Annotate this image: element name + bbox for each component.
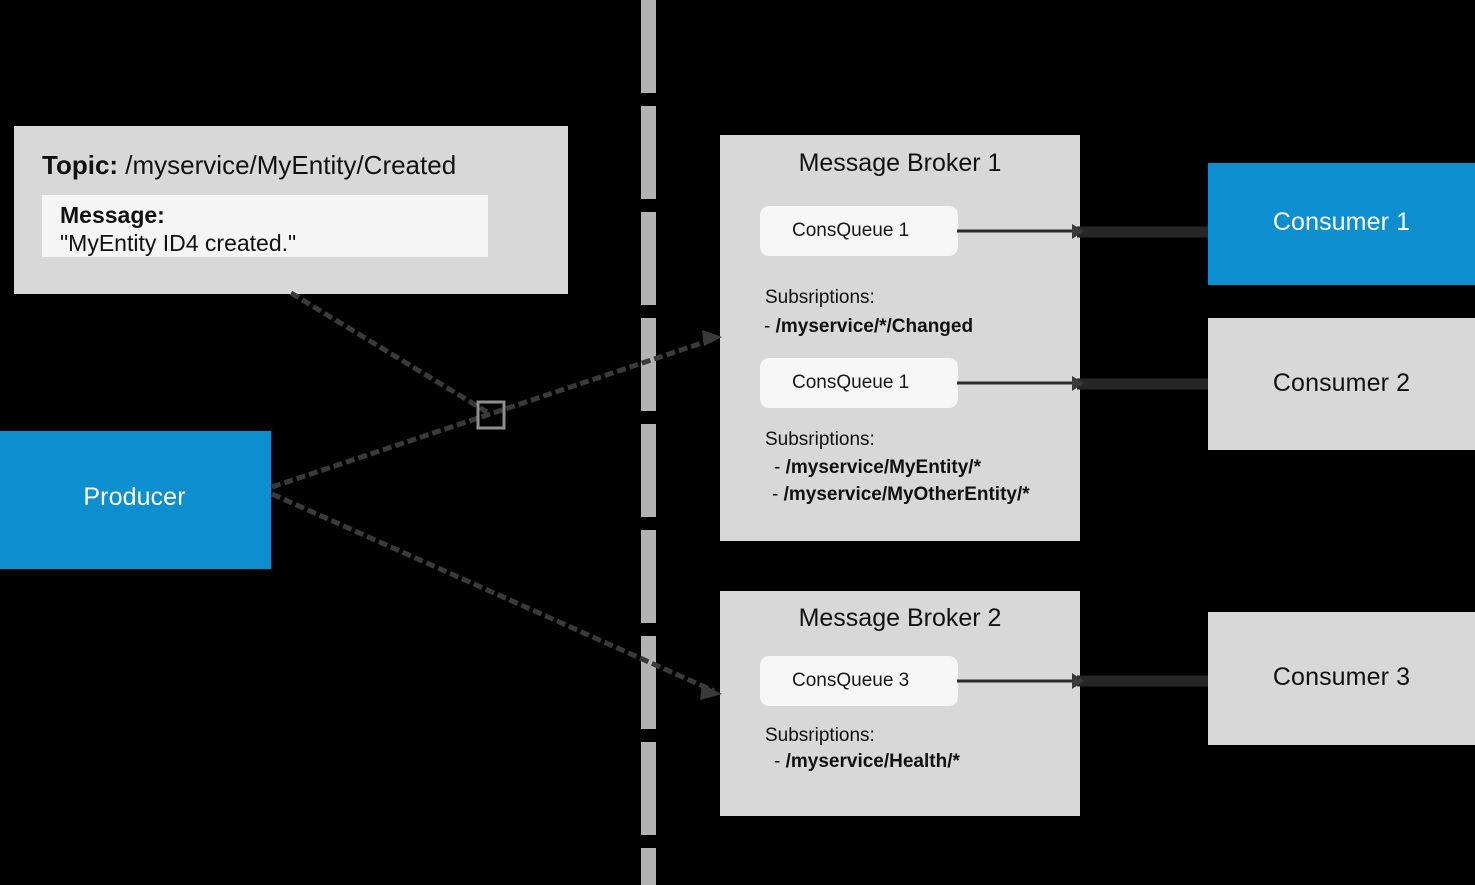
message-broker-1-box: Message Broker 1 ConsQueue 1 Subsription… <box>720 135 1080 541</box>
topic-line: Topic: /myservice/MyEntity/Created <box>42 150 456 181</box>
consumer-2-box[interactable]: Consumer 2 <box>1208 318 1475 450</box>
broker1-queue1-subscriptions-label: Subsriptions: <box>765 287 875 308</box>
consumer-3-label: Consumer 3 <box>1272 663 1411 691</box>
consumer-1-box[interactable]: Consumer 1 <box>1208 163 1475 285</box>
consqueue-3-box[interactable]: ConsQueue 3 <box>760 656 958 706</box>
consqueue-1a-box[interactable]: ConsQueue 1 <box>760 206 958 256</box>
producer-label: Producer <box>83 483 186 511</box>
topic-to-crossing-line <box>289 290 489 415</box>
broker1-queue2-subscription-0: - /myservice/MyEntity/* <box>774 457 981 479</box>
subscription-path: /myservice/MyOtherEntity/* <box>783 484 1030 505</box>
subscription-path: /myservice/Health/* <box>785 751 960 772</box>
broker2-queue1-subscription-0: - /myservice/Health/* <box>774 751 960 773</box>
consqueue-1a-label: ConsQueue 1 <box>792 220 910 241</box>
consumer-3-box[interactable]: Consumer 3 <box>1208 612 1475 745</box>
consqueue-1b-box[interactable]: ConsQueue 1 <box>760 358 958 408</box>
consumer-2-label: Consumer 2 <box>1272 369 1411 397</box>
bullet-dash: - <box>774 751 781 772</box>
broker1-queue1-subscription-0: - /myservice/*/Changed <box>764 316 973 338</box>
consqueue-3-label: ConsQueue 3 <box>792 670 910 691</box>
message-key: Message: <box>60 202 165 228</box>
line-crossing-marker <box>476 400 506 430</box>
consumer-1-label: Consumer 1 <box>1272 208 1411 236</box>
bullet-dash: - <box>772 484 779 505</box>
topic-value: /myservice/MyEntity/Created <box>125 150 457 180</box>
subscription-path: /myservice/MyEntity/* <box>785 457 981 478</box>
producer-box[interactable]: Producer <box>0 431 271 569</box>
bullet-dash: - <box>764 316 771 337</box>
producer-to-broker1-arrowhead <box>702 330 722 346</box>
message-value: "MyEntity ID4 created." <box>60 230 297 256</box>
topic-card: Topic: /myservice/MyEntity/Created Messa… <box>14 126 568 294</box>
broker1-queue2-subscriptions-label: Subsriptions: <box>765 429 875 450</box>
broker1-queue2-subscription-1: - /myservice/MyOtherEntity/* <box>772 484 1030 506</box>
message-broker-1-title: Message Broker 1 <box>798 149 1002 177</box>
message-broker-2-box: Message Broker 2 ConsQueue 3 Subsription… <box>720 591 1080 816</box>
message-card: Message: "MyEntity ID4 created." <box>42 195 488 257</box>
network-boundary-divider <box>641 0 656 885</box>
producer-to-broker2-arrowhead <box>700 684 722 700</box>
message-broker-2-title: Message Broker 2 <box>798 604 1002 632</box>
subscription-path: /myservice/*/Changed <box>775 316 974 337</box>
consqueue-1b-label: ConsQueue 1 <box>792 372 910 393</box>
broker2-queue1-subscriptions-label: Subsriptions: <box>765 725 875 746</box>
bullet-dash: - <box>774 457 781 478</box>
topic-key: Topic: <box>42 150 119 180</box>
